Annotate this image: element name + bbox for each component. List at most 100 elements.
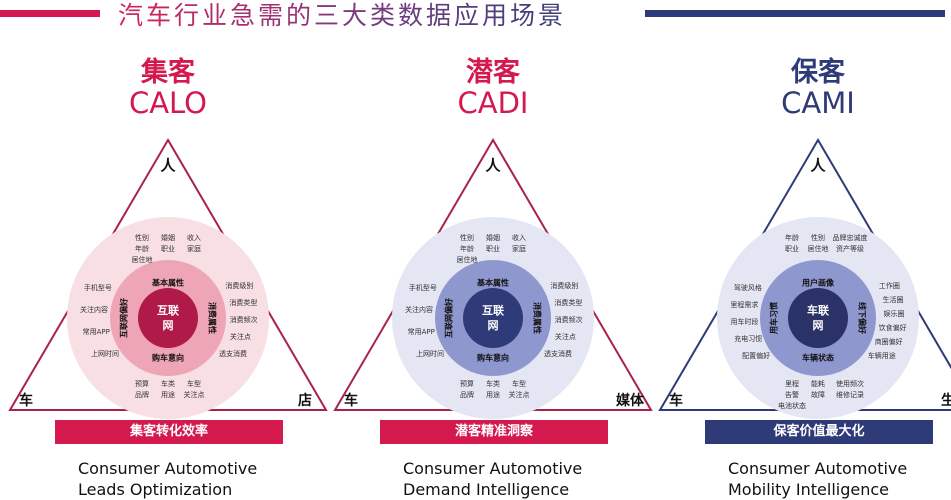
attribute-item: 使用频次 bbox=[836, 379, 864, 388]
attribute-item: 用车时段 bbox=[730, 317, 758, 326]
bottom-right-label: 媒体 bbox=[615, 392, 645, 409]
attribute-item: 性别 bbox=[460, 233, 474, 242]
panel-title: 集客 bbox=[141, 57, 195, 88]
attribute-item: 家庭 bbox=[512, 244, 526, 253]
attribute-item: 职业 bbox=[785, 244, 799, 253]
panel-english-line: Demand Intelligence bbox=[403, 480, 570, 499]
attribute-item: 关注内容 bbox=[405, 305, 433, 314]
attribute-item: 电池状态 bbox=[778, 401, 806, 410]
attribute-item: 家庭 bbox=[187, 244, 201, 253]
attribute-item: 品牌忠诚度 bbox=[833, 233, 868, 242]
apex-label: 人 bbox=[485, 157, 501, 175]
panel-banner: 集客转化效率 bbox=[55, 420, 283, 444]
attribute-item: 居住地 bbox=[808, 244, 829, 253]
page-title: 汽车行业急需的三大类数据应用场景 bbox=[118, 0, 566, 32]
attribute-item: 居住地 bbox=[132, 255, 153, 264]
attribute-item: 车型 bbox=[512, 379, 526, 388]
attribute-item: 故障 bbox=[811, 390, 825, 399]
core-label: 车联 bbox=[807, 303, 829, 317]
panel-code: CADI bbox=[457, 86, 529, 120]
attribute-item: 资产等级 bbox=[836, 244, 864, 253]
attribute-item: 车型 bbox=[187, 379, 201, 388]
ring-label-bottom: 购车意向 bbox=[477, 353, 509, 363]
attribute-item: 性别 bbox=[135, 233, 149, 242]
panel-banner: 保客价值最大化 bbox=[705, 420, 933, 444]
ring-label-left: 用车习惯 bbox=[769, 302, 779, 335]
apex-label: 人 bbox=[810, 157, 826, 175]
panel-english-line: Consumer Automotive bbox=[728, 459, 908, 478]
attribute-item: 预算 bbox=[135, 379, 149, 388]
attribute-item: 消费类型 bbox=[554, 298, 582, 307]
ring-label-right: 消费属性 bbox=[533, 302, 543, 334]
attribute-item: 里程 bbox=[785, 379, 799, 388]
attribute-item: 车辆用途 bbox=[868, 351, 896, 360]
attribute-item: 关注内容 bbox=[80, 305, 108, 314]
attribute-item: 职业 bbox=[486, 244, 500, 253]
attribute-item: 消费类型 bbox=[229, 298, 257, 307]
core-disc bbox=[138, 288, 198, 348]
attribute-item: 能耗 bbox=[811, 379, 825, 388]
ring-label-bottom: 车辆状态 bbox=[802, 353, 834, 363]
core-label: 互联 bbox=[482, 303, 504, 317]
attribute-item: 常用APP bbox=[408, 327, 435, 336]
attribute-item: 婚姻 bbox=[486, 233, 500, 242]
ring-label-left: 互联网偏好 bbox=[444, 298, 454, 338]
attribute-item: 品牌 bbox=[135, 390, 149, 399]
bottom-left-label: 车 bbox=[669, 392, 683, 409]
ring-label-top: 用户画像 bbox=[801, 278, 835, 288]
attribute-item: 常用APP bbox=[83, 327, 110, 336]
attribute-item: 商圈偏好 bbox=[875, 337, 903, 346]
attribute-item: 居住地 bbox=[457, 255, 478, 264]
attribute-item: 手机型号 bbox=[409, 283, 437, 292]
attribute-item: 饮食偏好 bbox=[879, 323, 907, 332]
panel-code: CALO bbox=[128, 86, 208, 120]
core-label: 网 bbox=[163, 319, 174, 332]
attribute-item: 关注点 bbox=[555, 332, 576, 341]
attribute-item: 品牌 bbox=[460, 390, 474, 399]
header-left-bar bbox=[0, 10, 100, 17]
attribute-item: 收入 bbox=[187, 233, 201, 242]
attribute-item: 性别 bbox=[811, 233, 825, 242]
attribute-item: 上网时间 bbox=[416, 349, 444, 358]
attribute-item: 消费频次 bbox=[555, 315, 583, 324]
attribute-item: 娱乐圈 bbox=[883, 309, 904, 318]
core-label: 网 bbox=[488, 319, 499, 332]
panel-english-line: Consumer Automotive bbox=[78, 459, 258, 478]
header-right-bar bbox=[645, 10, 945, 17]
panel-title: 潜客 bbox=[466, 57, 520, 88]
attribute-item: 生活圈 bbox=[882, 295, 903, 304]
bottom-right-label: 生活 bbox=[941, 392, 951, 409]
attribute-item: 关注点 bbox=[230, 332, 251, 341]
attribute-item: 车类 bbox=[161, 379, 175, 388]
attribute-item: 关注点 bbox=[184, 390, 205, 399]
attribute-item: 职业 bbox=[161, 244, 175, 253]
attribute-item: 维修记录 bbox=[836, 390, 864, 399]
attribute-item: 上网时间 bbox=[91, 349, 119, 358]
attribute-item: 收入 bbox=[512, 233, 526, 242]
attribute-item: 告警 bbox=[785, 390, 799, 399]
panel-english-line: Leads Optimization bbox=[78, 480, 233, 499]
panel-diagram: 人车生活车联网用户画像车辆状态用车习惯线下偏好年龄性别品牌忠诚度职业居住地资产等… bbox=[658, 138, 951, 419]
attribute-item: 年龄 bbox=[135, 244, 149, 253]
attribute-item: 里程需求 bbox=[730, 300, 758, 309]
bottom-left-label: 车 bbox=[19, 392, 33, 409]
attribute-item: 婚姻 bbox=[161, 233, 175, 242]
attribute-item: 驾驶风格 bbox=[734, 283, 762, 292]
attribute-item: 用途 bbox=[486, 390, 500, 399]
panel-title: 保客 bbox=[791, 57, 845, 88]
attribute-item: 消费级别 bbox=[550, 281, 578, 290]
core-disc bbox=[463, 288, 523, 348]
panel-banner: 潜客精准洞察 bbox=[380, 420, 608, 444]
panel-english-line: Consumer Automotive bbox=[403, 459, 583, 478]
ring-label-left: 互联网偏好 bbox=[119, 298, 129, 338]
attribute-item: 消费频次 bbox=[230, 315, 258, 324]
ring-label-top: 基本属性 bbox=[476, 278, 509, 288]
panel-english-line: Mobility Intelligence bbox=[728, 480, 890, 499]
ring-label-right: 消费属性 bbox=[208, 302, 218, 334]
attribute-item: 年龄 bbox=[460, 244, 474, 253]
panel-diagram: 人车店互联网基本属性购车意向互联网偏好消费属性性别婚姻收入年龄职业家庭居住地预算… bbox=[8, 138, 328, 419]
ring-label-right: 线下偏好 bbox=[858, 302, 868, 334]
attribute-item: 工作圈 bbox=[879, 281, 900, 290]
panel-diagram: 人车媒体互联网基本属性购车意向互联网偏好消费属性性别婚姻收入年龄职业家庭居住地预… bbox=[333, 138, 653, 419]
